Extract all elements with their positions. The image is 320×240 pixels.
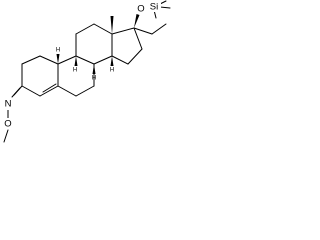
- h-wedge: [92, 64, 96, 74]
- bond: [127, 48, 143, 65]
- silyloxy-oxygen-label: O: [137, 4, 144, 15]
- bond: [39, 55, 59, 65]
- stereo-hydrogens: [56, 54, 114, 74]
- label-bg: [2, 118, 14, 129]
- ethyl-group: [133, 23, 167, 35]
- label-bg: [135, 3, 147, 14]
- steroid-oxime-structure: N O O Si H H H H: [0, 0, 174, 150]
- bond: [93, 55, 113, 65]
- silyloxy-wedge: [134, 14, 140, 28]
- bond: [159, 6, 171, 9]
- bond: [133, 27, 153, 35]
- bond: [93, 23, 113, 35]
- h-wedge: [56, 54, 60, 64]
- double-bond-inner: [11, 87, 21, 98]
- methyl-wedge: [110, 16, 114, 34]
- bond: [75, 85, 95, 97]
- label-bg: [147, 1, 161, 12]
- bond: [21, 85, 41, 97]
- bond: [133, 27, 143, 50]
- h-label: H: [73, 68, 77, 74]
- bond: [57, 55, 77, 65]
- h-label: H: [92, 76, 96, 82]
- bond: [3, 129, 9, 143]
- canvas-background: [0, 0, 174, 150]
- bond: [57, 85, 77, 97]
- double-bond-inner: [42, 83, 57, 93]
- oxime-oxygen-label: O: [4, 119, 11, 130]
- label-bg: [2, 99, 14, 110]
- bond: [111, 27, 135, 35]
- h-label: H: [56, 48, 60, 54]
- bond: [75, 23, 95, 35]
- ring-d: [111, 27, 143, 65]
- h-label: H: [110, 68, 114, 74]
- bond: [151, 23, 167, 35]
- ring-a: [21, 55, 59, 97]
- bond: [111, 55, 129, 65]
- bond: [21, 55, 41, 65]
- ring-c: [75, 23, 113, 65]
- bond: [39, 85, 59, 97]
- silicon-label: Si: [150, 2, 158, 13]
- oxime-nitrogen-label: N: [5, 99, 12, 110]
- h-wedge: [74, 56, 78, 66]
- bond: [75, 55, 95, 65]
- h-wedge: [110, 56, 114, 66]
